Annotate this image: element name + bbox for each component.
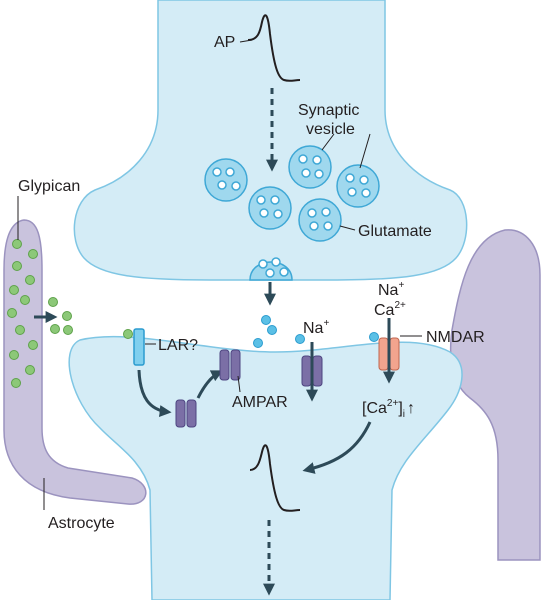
- action-potential-top: [247, 14, 301, 82]
- membrane-ampar: [219, 349, 241, 381]
- lar-to-ampar-arrow: [137, 369, 172, 418]
- synaptic-vesicles: [204, 145, 380, 242]
- ampar-label: AMPAR: [232, 394, 288, 411]
- ap-label: AP: [214, 34, 235, 51]
- secreted-glypican: [48, 297, 73, 335]
- intracellular-ampar: [175, 399, 197, 428]
- synaptic-label: Synaptic: [298, 102, 359, 119]
- astrocyte-left-process: [3, 219, 147, 505]
- leader-ampar: [237, 375, 241, 393]
- leader-vesicle: [321, 133, 335, 151]
- vesicle-label: vesicle: [306, 121, 355, 138]
- intracellular-calcium-label: [Ca2+]i↑: [362, 398, 415, 420]
- ca-label-top: Ca2+: [374, 300, 406, 319]
- leader-ap: [239, 39, 253, 43]
- presynaptic-terminal: [73, 0, 468, 281]
- lar-receptor: [133, 328, 145, 366]
- astrocyte-label: Astrocyte: [48, 515, 115, 532]
- ampar-channel: [301, 355, 323, 387]
- glypican-bound-lar: [123, 329, 133, 339]
- ampar-insertion-arrow: [196, 370, 224, 399]
- action-potential-bottom: [249, 444, 301, 512]
- glutamate-label: Glutamate: [358, 223, 432, 240]
- released-glutamate: [253, 315, 379, 348]
- lar-label: LAR?: [158, 337, 198, 354]
- nmdar-channel: [378, 337, 400, 371]
- astrocyte-right-process: [449, 229, 541, 561]
- leader-glutamate: [339, 225, 356, 231]
- glypican-dots: [7, 239, 38, 388]
- na-label-ampar: Na+: [303, 318, 329, 337]
- na-label-top: Na+: [378, 280, 404, 299]
- glypican-label: Glypican: [18, 178, 80, 195]
- nmdar-label: NMDAR: [426, 329, 485, 346]
- leader-vesicle-2: [359, 133, 371, 169]
- calcium-signal-arrow: [302, 421, 372, 474]
- postsynaptic-neuron: [68, 335, 463, 600]
